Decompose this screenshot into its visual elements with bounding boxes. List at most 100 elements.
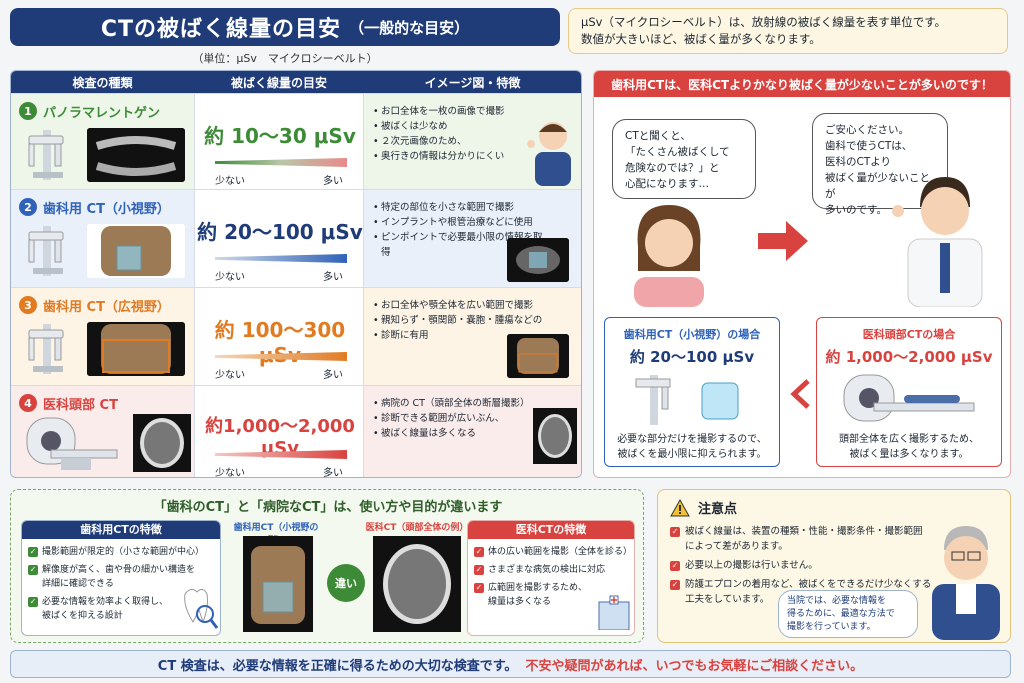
arrow-left-icon <box>790 379 810 409</box>
check-icon: ✓ <box>474 583 484 593</box>
feature-list: お口全体や顎全体を広い範囲で撮影 親知らず・顎関節・嚢胞・腫瘍などの 診断に有用 <box>373 298 543 343</box>
row-name: 医科頭部 CT <box>43 398 118 413</box>
dose-cell: 約 100〜300 μSv 少ない 多い <box>194 288 364 385</box>
bubble-line: CTと聞くと、 <box>625 130 691 142</box>
table-row: 4 医科頭部 CT 約1,000〜2,000 μSv 少ない 多い 病院の CT… <box>11 385 581 478</box>
card-title: 医科頭部CTの場合 <box>862 328 956 341</box>
check-icon: ✓ <box>28 565 38 575</box>
dental-ct-slice-image <box>507 238 569 282</box>
medical-features-title: 医科CTの特徴 <box>468 521 634 539</box>
skull-ct-small-image <box>87 224 185 278</box>
feature-item: 解像度が高く、歯や骨の細かい構造を <box>42 565 196 575</box>
bubble-line: ご安心ください。 <box>825 124 909 136</box>
comparison-heading: 歯科用CTは、医科CTよりかなり被ばく量が少ないことが多いのです！ <box>594 71 1010 97</box>
bubble-line: 得るために、最適な方法で <box>787 609 895 619</box>
top-note-line: μSv（マイクロシーベルト）は、放射線の被ばく線量を表す単位です。 <box>581 15 947 29</box>
row-name: 歯科用 CT（小視野） <box>43 202 170 217</box>
page-title-bar: CTの被ばく線量の目安 （一般的な目安） <box>10 8 560 46</box>
feature-item: 広範囲を撮影するため、 <box>488 583 588 593</box>
dentist-illustration <box>527 122 571 186</box>
scale-high-label: 多い <box>323 468 343 478</box>
caution-item: によって差があります。 <box>685 541 788 552</box>
caution-item: 工夫をしています。 <box>685 594 770 605</box>
staff-speech-bubble: 当院では、必要な情報を 得るために、最適な方法で 撮影を行っています。 <box>778 590 918 638</box>
skull-3d-image <box>507 334 569 378</box>
bubble-line: 当院では、必要な情報を <box>787 596 887 606</box>
caution-list: ✓ 被ばく線量は、装置の種類・性能・撮影条件・撮影範囲 によって差があります。 ✓… <box>670 524 940 607</box>
brain-ct-thumb <box>533 408 577 464</box>
header-type: 検査の種類 <box>72 75 133 90</box>
bubble-line: 被ばく量が少ないことが <box>825 172 930 200</box>
table-row: 1 パノラマレントゲン 約 10〜30 μSv 少ない 多い お口全体を一枚の画… <box>11 93 581 189</box>
check-icon: ✓ <box>670 560 680 571</box>
row-number: 3 <box>19 296 37 314</box>
dose-bar <box>215 254 347 263</box>
desc-line: 必要な部分だけを撮影するので、 <box>617 434 767 445</box>
footer-text-main: CT 検査は、必要な情報を正確に得るための大切な検査です。 <box>157 658 518 674</box>
hospital-icon <box>598 595 630 630</box>
difference-heading: 「歯科のCT」と「病院なCT」は、使い方や目的が違います <box>153 500 503 515</box>
table-row: 2 歯科用 CT（小視野） 約 20〜100 μSv 少ない 多い 特定の部位を… <box>11 189 581 287</box>
feature-item: 病院の CT（頭部全体の断層撮影） <box>373 396 543 411</box>
row-number: 2 <box>19 198 37 216</box>
check-icon: ✓ <box>474 565 484 575</box>
scale-low-label: 少ない <box>215 370 245 381</box>
warning-icon <box>670 498 690 516</box>
difference-section: 「歯科のCT」と「病院なCT」は、使い方や目的が違います 歯科用CTの特徴 ✓撮… <box>10 489 644 643</box>
dose-cell: 約 20〜100 μSv 少ない 多い <box>194 190 364 287</box>
skull-ct-wide-image <box>87 322 185 376</box>
dose-value: 約 10〜30 μSv <box>204 124 356 148</box>
feature-item: 必要な情報を効率よく取得し、 <box>42 597 169 607</box>
feature-item: お口全体を一枚の画像で撮影 <box>373 104 543 119</box>
feature-item: 詳細に確認できる <box>42 579 114 589</box>
top-note-line: 数値が大きいほど、被ばく量が多くなります。 <box>581 32 821 46</box>
dental-skull-ct-image <box>243 536 313 632</box>
medical-brain-ct-image <box>373 536 461 632</box>
card-dose: 約 20〜100 μSv <box>629 348 755 366</box>
dental-ct-card: 歯科用CT（小視野）の場合 約 20〜100 μSv 必要な部分だけを撮影するの… <box>604 317 780 467</box>
feature-item: 親知らず・顎関節・嚢胞・腫瘍などの <box>373 313 543 328</box>
scale-high-label: 多い <box>323 370 343 381</box>
dose-bar <box>215 352 347 361</box>
header-features: イメージ図・特徴 <box>424 75 521 90</box>
feature-list: お口全体を一枚の画像で撮影 被ばくは少なめ ２次元画像のため、 奥行きの情報は分… <box>373 104 543 164</box>
feature-item: お口全体や顎全体を広い範囲で撮影 <box>373 298 543 313</box>
caution-item: 防護エプロンの着用など、被ばくをできるだけ少なくする <box>685 579 932 590</box>
footer-message: CT 検査は、必要な情報を正確に得るための大切な検査です。 不安や疑問があれば、… <box>10 650 1011 678</box>
brain-ct-image <box>133 414 191 472</box>
card-desc: 必要な部分だけを撮影するので、 被ばくを最小限に抑えられます。 <box>605 432 779 462</box>
dental-ct-illustration <box>635 375 739 425</box>
medical-ct-illustration <box>843 374 975 422</box>
bubble-line: 「たくさん被ばくして <box>625 146 730 158</box>
feature-item: 被ばくを抑える設計 <box>42 611 123 621</box>
feature-item: 診断に有用 <box>373 328 543 343</box>
page-subtitle: （一般的な目安） <box>349 18 470 37</box>
desc-line: 被ばくを最小限に抑えられます。 <box>617 449 767 460</box>
check-icon: ✓ <box>670 526 680 537</box>
feature-item: 線量は多くなる <box>488 597 552 607</box>
table-row: 3 歯科用 CT（広視野） 約 100〜300 μSv 少ない 多い お口全体や… <box>11 287 581 385</box>
desc-line: 頭部全体を広く撮影するため、 <box>839 434 979 445</box>
feature-item: ピンポイントで必要最小限の情報を取得 <box>373 230 543 260</box>
feature-item: 被ばくは少なめ <box>373 119 543 134</box>
medical-ct-features: 医科CTの特徴 ✓体の広い範囲を撮影（全体を診る） ✓さまざまな病気の検出に対応… <box>467 520 635 636</box>
feature-item: 特定の部位を小さな範囲で撮影 <box>373 200 543 215</box>
arrow-right-icon <box>758 221 808 261</box>
feature-item: ２次元画像のため、 <box>373 134 543 149</box>
feature-item: 被ばく線量は多くなる <box>373 426 543 441</box>
dental-ct-machine-icon <box>28 226 64 276</box>
caution-item: 被ばく線量は、装置の種類・性能・撮影条件・撮影範囲 <box>685 526 923 537</box>
feature-item: 撮影範囲が限定的（小さな範囲が中心） <box>42 547 205 557</box>
feature-list: 特定の部位を小さな範囲で撮影 インプラントや根管治療などに使用 ピンポイントで必… <box>373 200 543 260</box>
dose-value: 約 20〜100 μSv <box>197 220 363 244</box>
check-icon: ✓ <box>474 547 484 557</box>
top-note: μSv（マイクロシーベルト）は、放射線の被ばく線量を表す単位です。 数値が大きい… <box>568 8 1008 54</box>
caution-item: 必要以上の撮影は行いません。 <box>685 560 818 571</box>
difference-badge: 違い <box>327 564 365 602</box>
check-icon: ✓ <box>28 597 38 607</box>
feature-item: 診断できる範囲が広いぶん、 <box>373 411 543 426</box>
caution-section: 注意点 ✓被ばく線量は、装置の種類・性能・撮影条件・撮影範囲 によって差がありま… <box>657 489 1011 643</box>
panoramic-xray-image <box>87 128 185 182</box>
card-dose: 約 1,000〜2,000 μSv <box>825 348 993 366</box>
dose-bar <box>215 450 347 459</box>
